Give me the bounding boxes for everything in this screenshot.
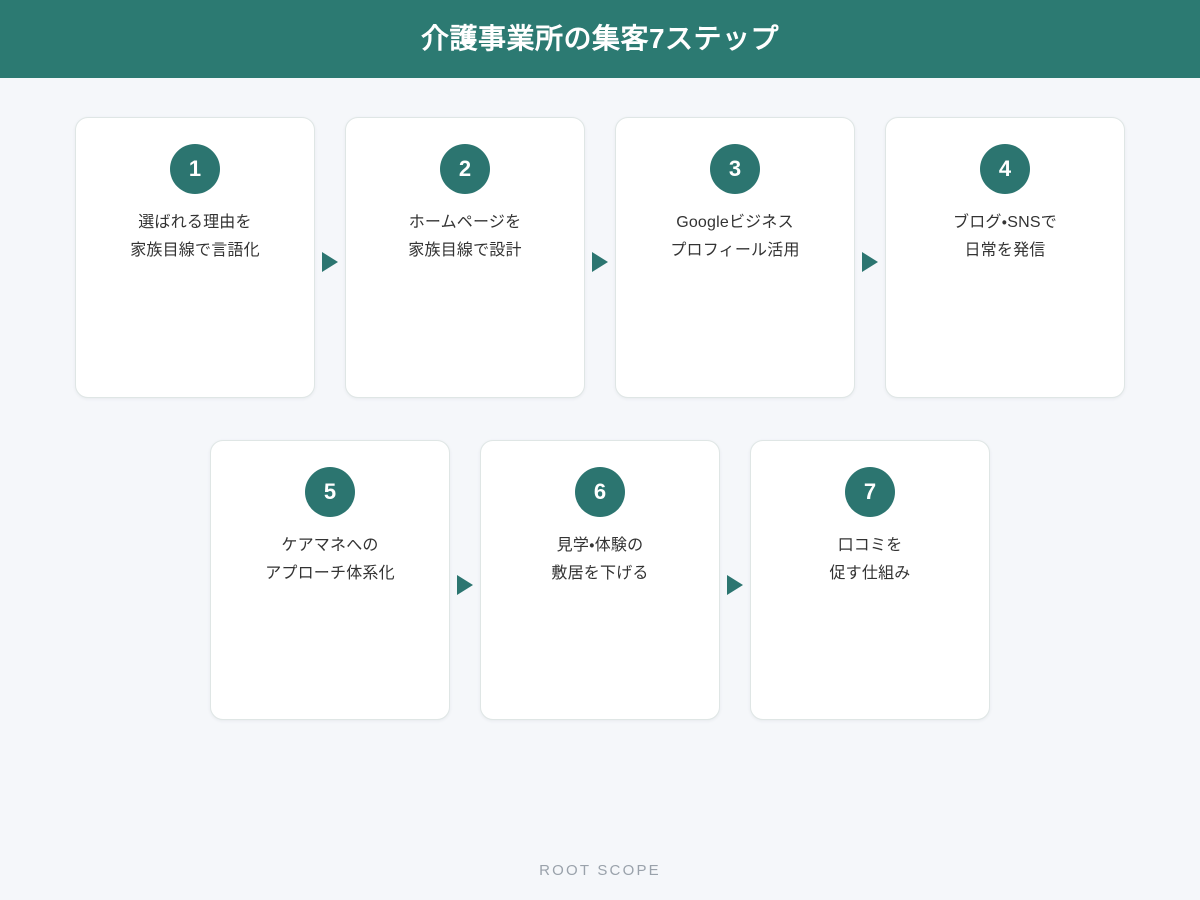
step-number-badge: 6 <box>575 467 625 517</box>
header-bar: 介護事業所の集客7ステップ <box>0 0 1200 78</box>
step-card-7[interactable]: 7 口コミを 促す仕組み <box>750 440 990 720</box>
step-label-line: 家族目線で言語化 <box>130 242 260 259</box>
arrow-right-icon <box>322 252 338 272</box>
step-label-line: 選ばれる理由を <box>138 214 252 231</box>
step-connector-6-7 <box>720 440 750 721</box>
step-label: Googleビジネス プロフィール活用 <box>630 209 840 265</box>
page-title: 介護事業所の集客7ステップ <box>420 23 780 55</box>
arrow-right-icon <box>862 252 878 272</box>
step-label: ホームページを 家族目線で設計 <box>360 209 570 265</box>
step-row-2: 5 ケアマネへの アプローチ体系化 6 見学・体験の 敷居を下げる 7 口コミを… <box>210 440 990 721</box>
step-label-line: 見学・体験の <box>556 537 644 554</box>
step-connector-5-6 <box>450 440 480 721</box>
step-number-badge: 7 <box>845 467 895 517</box>
step-number-badge: 2 <box>440 144 490 194</box>
arrow-right-icon <box>727 575 743 595</box>
step-label: ブログ・SNSで 日常を発信 <box>900 209 1110 265</box>
step-label: ケアマネへの アプローチ体系化 <box>225 532 435 588</box>
step-label-line: 促す仕組み <box>829 565 911 582</box>
step-label-line: 敷居を下げる <box>551 565 649 582</box>
step-card-5[interactable]: 5 ケアマネへの アプローチ体系化 <box>210 440 450 720</box>
step-number-badge: 3 <box>710 144 760 194</box>
step-number-badge: 5 <box>305 467 355 517</box>
step-label-line: ケアマネへの <box>281 537 379 554</box>
step-label: 選ばれる理由を 家族目線で言語化 <box>90 209 300 265</box>
step-connector-2-3 <box>585 117 615 398</box>
step-label-line: アプローチ体系化 <box>265 565 395 582</box>
step-number-badge: 4 <box>980 144 1030 194</box>
step-label-line: ホームページを <box>408 214 522 231</box>
step-number-badge: 1 <box>170 144 220 194</box>
step-card-4[interactable]: 4 ブログ・SNSで 日常を発信 <box>885 117 1125 398</box>
step-label: 見学・体験の 敷居を下げる <box>495 532 705 588</box>
step-flow-diagram: 1 選ばれる理由を 家族目線で言語化 2 ホームページを 家族目線で設計 3 G… <box>0 78 1200 900</box>
step-label: 口コミを 促す仕組み <box>765 532 975 588</box>
arrow-right-icon <box>592 252 608 272</box>
step-connector-3-4 <box>855 117 885 398</box>
step-label-line: 日常を発信 <box>964 242 1046 259</box>
step-connector-1-2 <box>315 117 345 398</box>
step-label-line: 口コミを <box>837 537 903 554</box>
footer-brand: ROOT SCOPE <box>539 862 661 879</box>
step-label-line: Googleビジネス <box>676 214 794 231</box>
step-label-line: ブログ・SNSで <box>953 214 1057 231</box>
step-label-line: プロフィール活用 <box>670 242 800 259</box>
step-card-2[interactable]: 2 ホームページを 家族目線で設計 <box>345 117 585 398</box>
step-card-6[interactable]: 6 見学・体験の 敷居を下げる <box>480 440 720 720</box>
step-card-1[interactable]: 1 選ばれる理由を 家族目線で言語化 <box>75 117 315 398</box>
step-card-3[interactable]: 3 Googleビジネス プロフィール活用 <box>615 117 855 398</box>
step-row-1: 1 選ばれる理由を 家族目線で言語化 2 ホームページを 家族目線で設計 3 G… <box>75 117 1125 398</box>
arrow-right-icon <box>457 575 473 595</box>
step-label-line: 家族目線で設計 <box>408 242 522 259</box>
